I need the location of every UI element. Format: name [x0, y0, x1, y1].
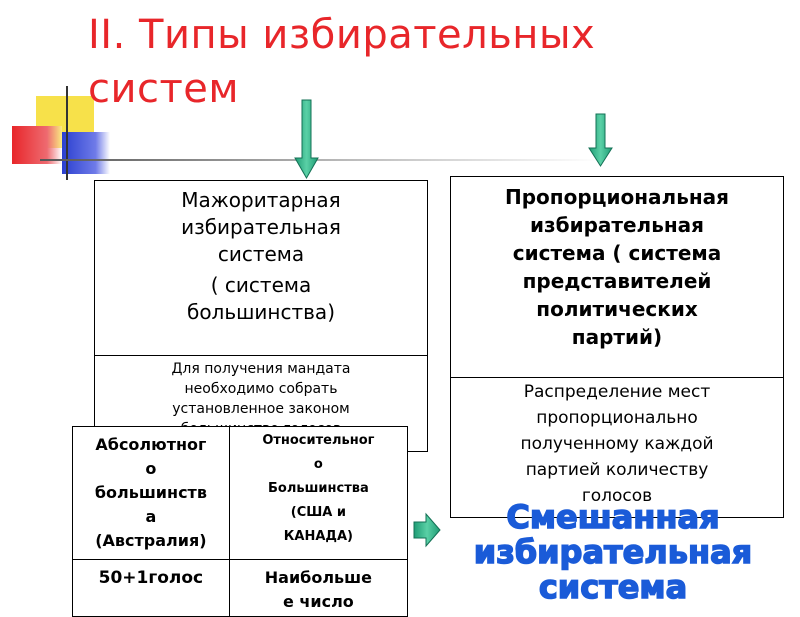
mixed-line-1: Смешанная [506, 498, 721, 536]
table-row: 50+1голос Наибольше е число [72, 559, 409, 617]
majoritarian-note-line-2: необходимо собрать [184, 381, 338, 397]
proportional-title: Пропорциональная избирательная система (… [451, 177, 783, 351]
relative-line-4: (США и [290, 505, 346, 520]
relative-line-3: Большинства [268, 481, 369, 496]
arrow-down-proportional-icon [588, 113, 613, 167]
relative-rule-line-1: Наибольше [264, 568, 372, 587]
relative-majority-cell: Относительног о Большинства (США и КАНАД… [228, 426, 409, 560]
absolute-rule-text: 50+1голос [98, 568, 204, 588]
proportional-title-line-1: Пропорциональная [504, 185, 729, 209]
proportional-desc-line-3: полученному каждой [520, 434, 714, 454]
majoritarian-divider [95, 355, 427, 356]
majoritarian-note-line-3: установленное законом [172, 401, 350, 417]
proportional-title-line-4: представителей [522, 269, 712, 293]
relative-rule-line-2: е число [282, 592, 354, 611]
proportional-desc-line-2: пропорционально [536, 408, 698, 428]
proportional-desc-line-5: голосов [581, 486, 653, 506]
absolute-line-1: Абсолютног [95, 435, 207, 454]
relative-line-2: о [313, 457, 323, 472]
absolute-line-3: большинств [94, 483, 207, 502]
proportional-box: Пропорциональная избирательная система (… [450, 176, 784, 518]
mixed-line-3: система [538, 568, 688, 606]
proportional-title-line-6: партий) [571, 325, 663, 349]
mixed-system-label: Смешанная избирательная система [440, 498, 786, 606]
proportional-title-line-5: политических [536, 297, 698, 321]
majoritarian-box: Мажоритарная избирательная система ( сис… [94, 180, 428, 452]
majoritarian-subtypes-table: Абсолютног о большинств а (Австралия) От… [72, 426, 409, 617]
absolute-line-4: а [145, 507, 157, 526]
proportional-divider [451, 377, 783, 378]
relative-line-1: Относительног [262, 433, 375, 448]
absolute-rule-cell: 50+1голос [72, 559, 230, 617]
relative-rule-cell: Наибольше е число [228, 559, 409, 617]
table-row: Абсолютног о большинств а (Австралия) От… [72, 426, 409, 560]
majoritarian-title-line-2: избирательная [181, 215, 341, 239]
relative-line-5: КАНАДА) [283, 529, 353, 544]
proportional-title-line-2: избирательная [529, 213, 705, 237]
decor-red-square [12, 126, 62, 164]
arrow-right-mixed-icon [413, 512, 441, 548]
decor-horizontal-line [40, 159, 600, 161]
absolute-line-2: о [145, 459, 157, 478]
majoritarian-title-line-5: большинства) [186, 300, 335, 324]
proportional-desc-line-1: Распределение мест [523, 382, 711, 402]
majoritarian-title-line-1: Мажоритарная [181, 188, 341, 212]
majoritarian-note-line-1: Для получения мандата [171, 361, 351, 377]
arrow-down-majoritarian-icon [294, 99, 319, 180]
mixed-line-2: избирательная [473, 533, 753, 571]
proportional-desc-line-4: партией количеству [525, 460, 709, 480]
page-title: II. Типы избирательных систем [88, 8, 688, 116]
decor-blue-square [62, 132, 110, 174]
page-title-line-2: систем [88, 66, 240, 112]
majoritarian-title-line-4: ( система [210, 273, 312, 297]
proportional-title-line-3: система ( система [512, 241, 722, 265]
decor-vertical-line [66, 86, 68, 180]
absolute-line-5: (Австралия) [95, 531, 207, 550]
majoritarian-title-line-3: система [217, 242, 305, 266]
majoritarian-title: Мажоритарная избирательная система ( сис… [95, 181, 427, 326]
absolute-majority-cell: Абсолютног о большинств а (Австралия) [72, 426, 230, 560]
proportional-description: Распределение мест пропорционально получ… [451, 379, 783, 509]
page-title-line-1: II. Типы избирательных [88, 12, 596, 58]
